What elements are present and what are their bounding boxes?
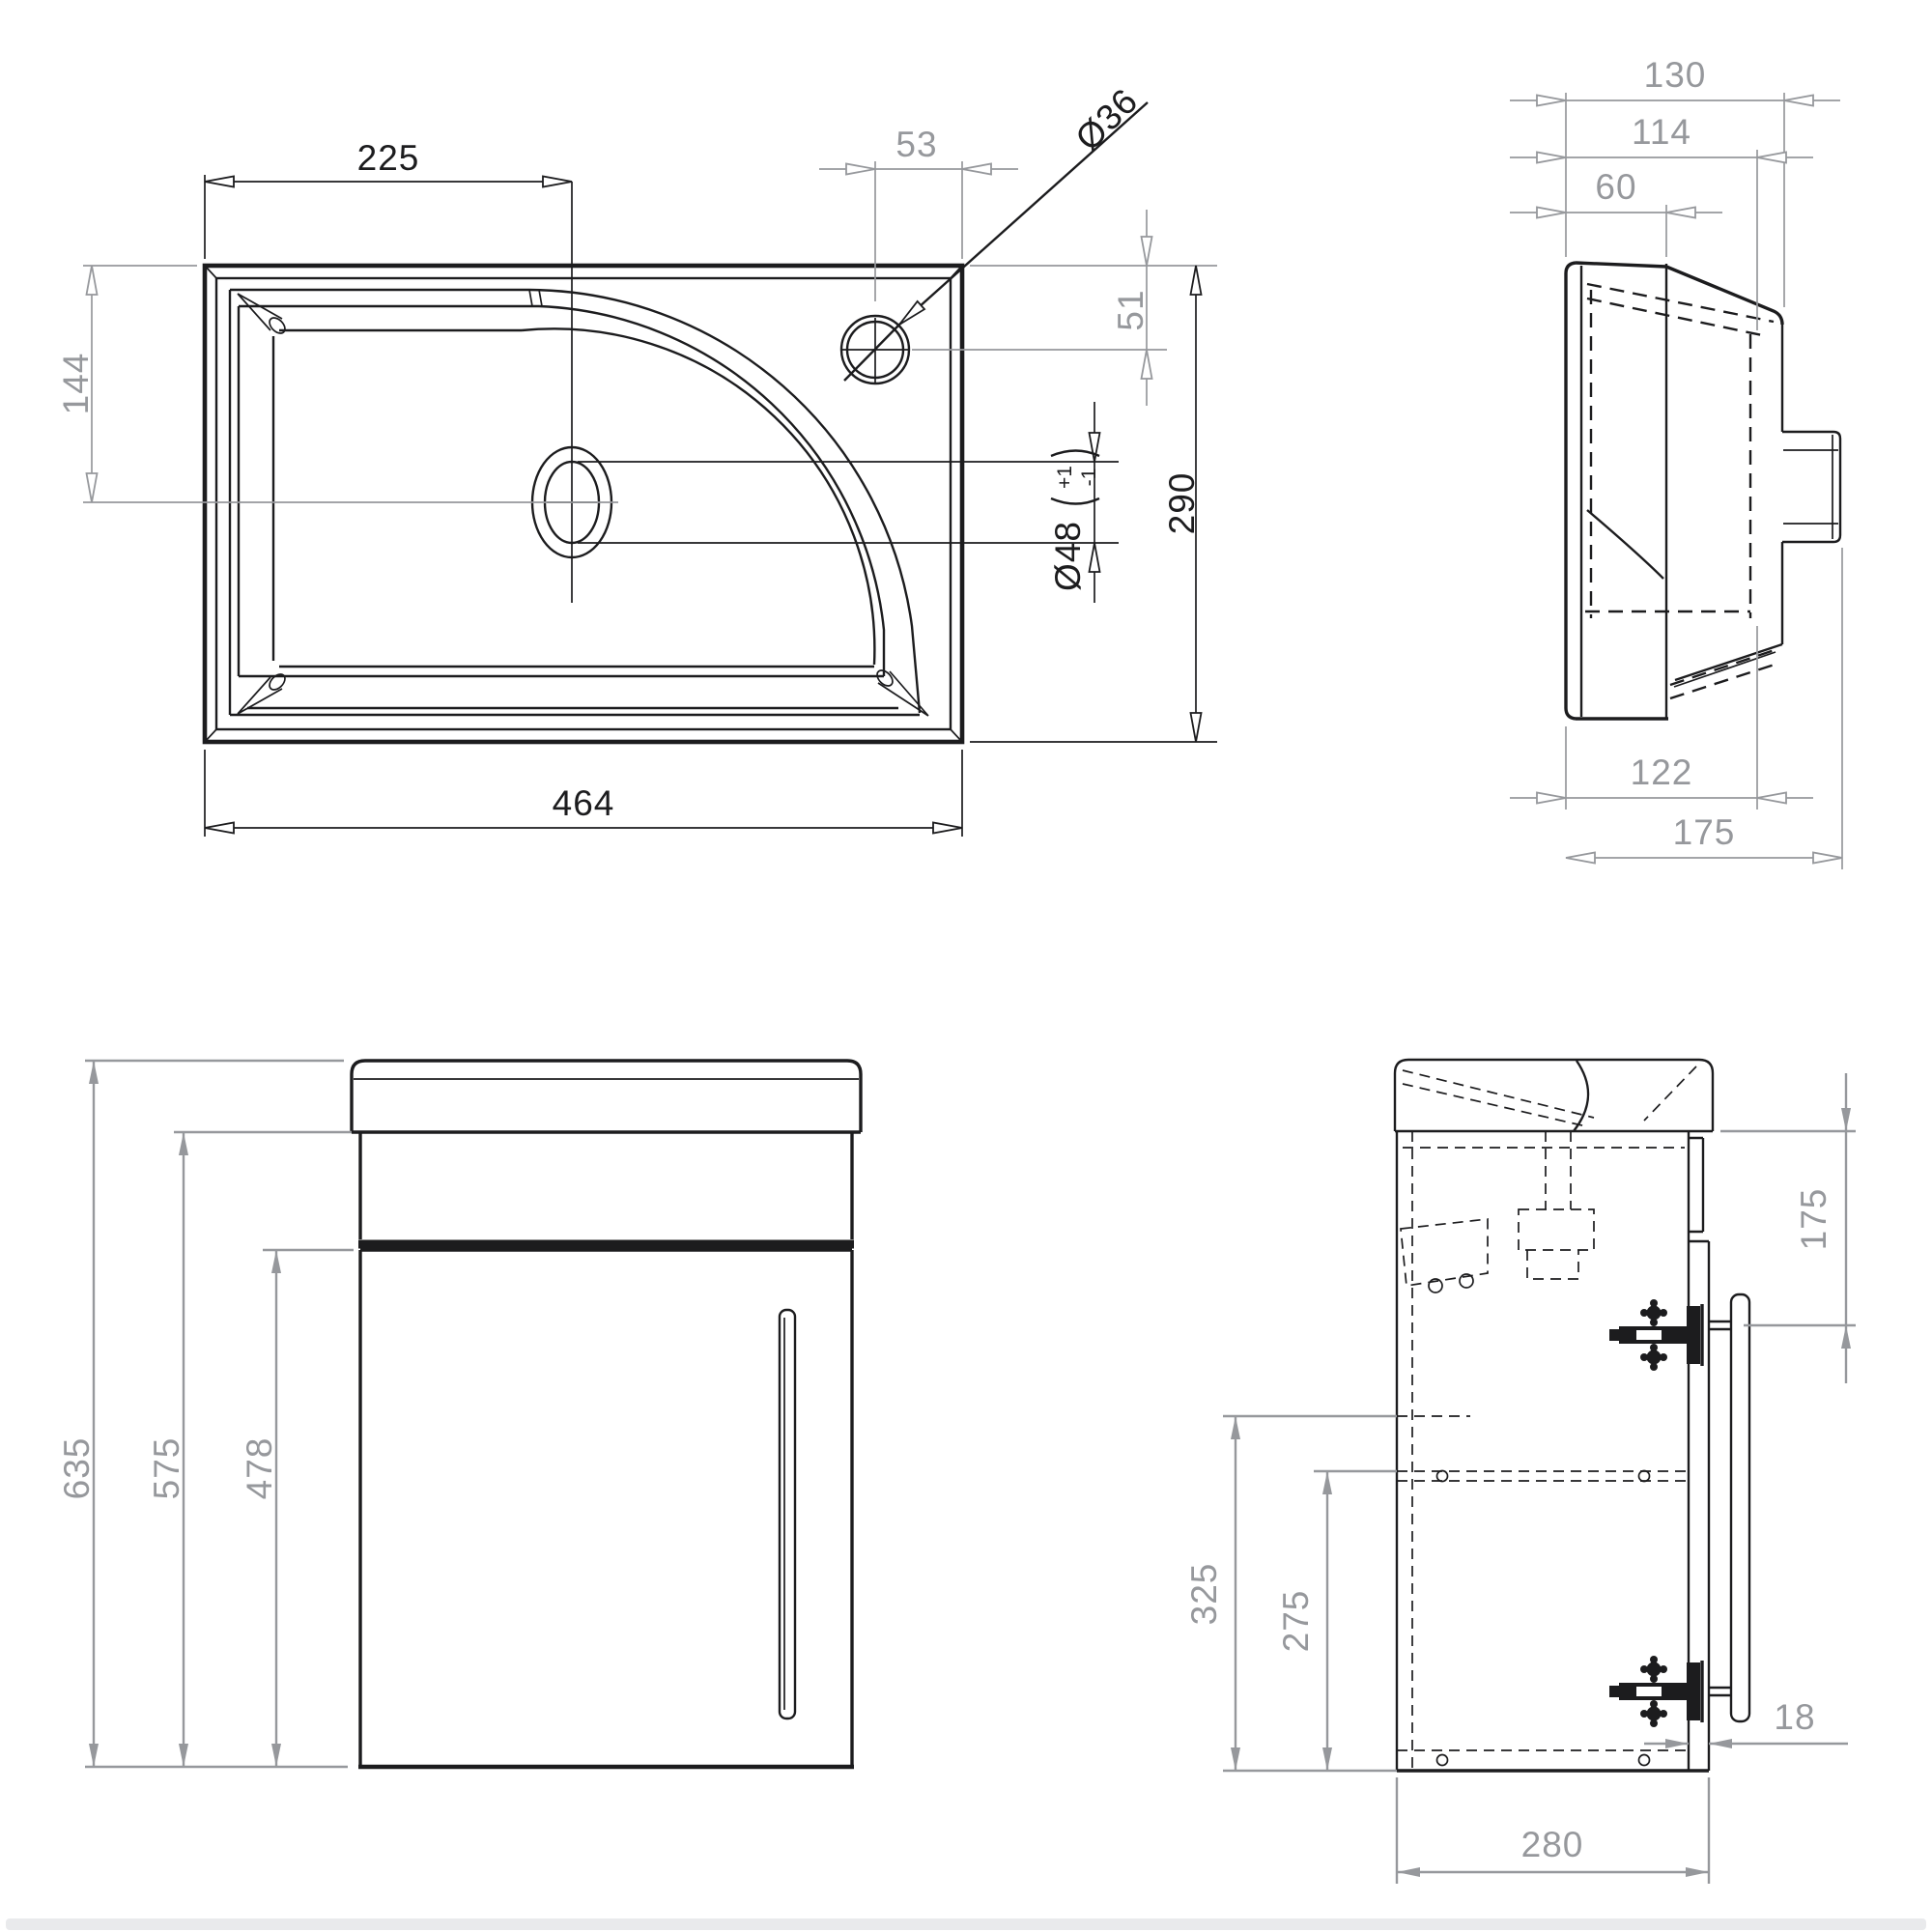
- dim-48: Ø48 +1 -1: [1048, 402, 1101, 603]
- footer-bar: [6, 1918, 1926, 1930]
- bowl-arc-outer: [528, 288, 922, 714]
- basin-outer-edge: [202, 263, 965, 745]
- dim-51: 51: [912, 210, 1217, 406]
- dim-label-325: 325: [1184, 1563, 1224, 1626]
- dim-label-144: 144: [56, 353, 96, 415]
- hinge-bottom: [1609, 1656, 1704, 1727]
- dim-114: 114: [1510, 112, 1813, 330]
- dim-60: 60: [1510, 167, 1722, 257]
- dim-225: 225: [204, 138, 573, 259]
- dim-label-18: 18: [1774, 1697, 1815, 1737]
- dim-label-48: Ø48: [1048, 521, 1088, 591]
- cabinet-front-view: 635 575 478: [57, 1059, 863, 1770]
- dim-label-175-basin: 175: [1673, 812, 1736, 852]
- dim-label-53: 53: [895, 125, 937, 164]
- dim-325: 325: [1184, 1414, 1397, 1773]
- basin-rim-step: [214, 276, 952, 731]
- dim-464: 464: [204, 750, 963, 837]
- dim-label-275: 275: [1276, 1590, 1316, 1653]
- dim-label-575: 575: [147, 1437, 186, 1500]
- overflow-outlet-block: [1782, 430, 1842, 544]
- basin-plan-view: Ø36 225 53 144 51: [56, 80, 1217, 837]
- wall-bracket-hidden: [1400, 1218, 1489, 1293]
- door-handle-side: [1709, 1293, 1751, 1723]
- basin-side-view: 130 114 60 122 175: [1510, 55, 1843, 869]
- dim-label-280: 280: [1521, 1825, 1584, 1864]
- basin-front-edge: [1564, 261, 1577, 721]
- dim-290: 290: [970, 265, 1217, 743]
- bowl-arc-floor: [521, 327, 876, 666]
- dim-53: 53: [819, 125, 1018, 301]
- door-handle: [778, 1308, 797, 1720]
- bowl-floor: [271, 328, 874, 668]
- dim-label-478: 478: [240, 1437, 279, 1500]
- hinge-top: [1609, 1299, 1704, 1371]
- dim-label-51: 51: [1111, 289, 1151, 330]
- dim-478: 478: [240, 1250, 281, 1767]
- dim-122: 122: [1510, 626, 1813, 810]
- dim-18: 18: [1644, 1697, 1848, 1748]
- basin-top-side: [1393, 1058, 1715, 1131]
- dim-label-635: 635: [57, 1437, 97, 1500]
- cabinet-door: [358, 1248, 854, 1770]
- hidden-bowl-lines: [1585, 282, 1781, 700]
- corner-chamfer-top-left: [237, 293, 286, 334]
- basin-top-front: [350, 1059, 863, 1132]
- tap-leader-line: [898, 101, 1149, 326]
- dim-275: 275: [1276, 1469, 1397, 1771]
- shelf-hidden: [1397, 1415, 1689, 1767]
- corner-chamfer-bottom-left: [237, 673, 286, 715]
- basin-top-slope: [1665, 265, 1784, 326]
- dim-label-114: 114: [1632, 112, 1691, 152]
- dim-label-175-cabinet: 175: [1794, 1188, 1833, 1251]
- rim-notch: [528, 289, 543, 307]
- waste-trap-hidden: [1518, 1131, 1595, 1280]
- dim-280: 280: [1395, 1777, 1711, 1884]
- dim-label-48-tol-minus: -1: [1078, 469, 1100, 487]
- dim-label-464: 464: [553, 783, 615, 823]
- dim-175-cabinet: 175: [1720, 1073, 1856, 1383]
- dim-130: 130: [1510, 55, 1840, 307]
- dim-175-basin: 175: [1565, 548, 1843, 869]
- dim-label-122: 122: [1631, 753, 1693, 792]
- dim-label-60: 60: [1595, 167, 1636, 207]
- cabinet-side-view: 175 325 275 18 280: [1184, 1058, 1856, 1884]
- corner-chamfer-bottom-right: [876, 669, 929, 717]
- dim-label-225: 225: [357, 138, 420, 178]
- dim-575: 575: [147, 1132, 188, 1767]
- cabinet-carcass: [1395, 1131, 1690, 1771]
- dim-label-48-tol-plus: +1: [1054, 466, 1076, 489]
- dim-label-130: 130: [1644, 55, 1707, 95]
- dim-label-tap-diameter: Ø36: [1067, 80, 1146, 158]
- dim-144: 144: [56, 265, 618, 503]
- dim-635: 635: [57, 1061, 99, 1767]
- bowl-arc-mid: [538, 304, 886, 676]
- waste-extension-lines: [578, 461, 1119, 544]
- dim-label-290: 290: [1162, 472, 1202, 535]
